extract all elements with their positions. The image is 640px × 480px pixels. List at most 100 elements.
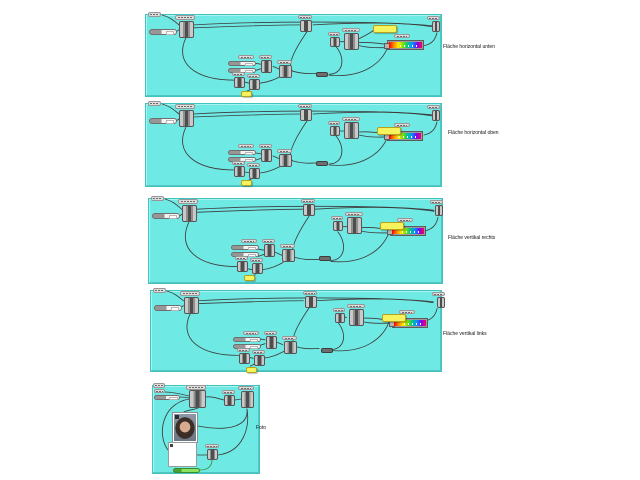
gradient-component[interactable] <box>384 131 423 141</box>
small-component[interactable] <box>261 60 272 73</box>
small-component[interactable] <box>234 77 245 88</box>
panel-yellow[interactable] <box>380 222 404 230</box>
mini-panel-yellow[interactable] <box>241 180 252 186</box>
remap-component[interactable] <box>349 309 364 326</box>
small-component[interactable] <box>333 221 343 231</box>
group-note-tag[interactable] <box>153 383 165 388</box>
group-flaeche-horizontal-unten[interactable] <box>145 12 442 97</box>
relay-component[interactable] <box>300 20 312 32</box>
small-component[interactable] <box>261 149 272 162</box>
gradient-component[interactable] <box>384 40 424 50</box>
caption-flaeche-horizontal-oben[interactable]: Fläche horizontal oben <box>448 130 499 136</box>
output-component[interactable] <box>241 391 254 408</box>
group-note-tag[interactable] <box>153 288 166 293</box>
dark-capsule-component[interactable] <box>316 72 328 77</box>
input-component[interactable] <box>182 205 197 222</box>
number-slider[interactable] <box>149 29 177 36</box>
caption-foto[interactable]: Foto <box>256 425 267 431</box>
group-flaeche-vertikal-links[interactable] <box>150 288 445 373</box>
dark-capsule-component[interactable] <box>321 348 333 353</box>
small-component[interactable] <box>249 168 260 179</box>
component-label-capsule <box>345 212 363 216</box>
small-component[interactable] <box>266 336 277 349</box>
component-label-capsule <box>232 161 245 165</box>
output-component[interactable] <box>432 110 440 121</box>
small-component[interactable] <box>284 341 297 354</box>
relay-component[interactable] <box>305 296 317 308</box>
component-label-capsule <box>432 292 445 296</box>
remap-component[interactable] <box>344 33 359 50</box>
small-component[interactable] <box>282 249 295 262</box>
number-slider[interactable] <box>228 61 256 67</box>
component-label-capsule <box>243 331 259 335</box>
mini-panel-yellow[interactable] <box>246 367 257 373</box>
panel-yellow[interactable] <box>377 127 401 135</box>
number-slider[interactable] <box>228 150 256 156</box>
component-label-capsule <box>252 350 265 354</box>
small-component[interactable] <box>330 126 340 136</box>
number-slider[interactable] <box>231 245 259 251</box>
gradient-component[interactable] <box>389 318 428 328</box>
group-foto[interactable] <box>152 383 260 474</box>
dark-capsule-component[interactable] <box>316 161 328 166</box>
wire-layer <box>161 391 249 471</box>
group-flaeche-horizontal-oben[interactable] <box>145 101 442 187</box>
mini-panel-yellow[interactable] <box>244 275 255 281</box>
output-component[interactable] <box>437 297 445 308</box>
remap-component[interactable] <box>344 122 359 139</box>
small-component[interactable] <box>335 313 345 323</box>
image-sampler-component[interactable] <box>189 390 206 408</box>
output-component[interactable] <box>435 205 443 216</box>
caption-flaeche-vertikal-rechts[interactable]: Fläche vertikal rechts <box>448 235 496 241</box>
dark-capsule-component[interactable] <box>319 256 331 261</box>
small-component[interactable] <box>224 395 235 406</box>
component-label-capsule <box>235 256 248 260</box>
small-component[interactable] <box>207 449 218 460</box>
number-slider[interactable] <box>152 213 180 220</box>
small-component[interactable] <box>252 263 263 274</box>
small-component[interactable] <box>237 261 248 272</box>
component-label-capsule <box>277 149 292 153</box>
number-slider[interactable] <box>154 395 180 401</box>
group-note-tag[interactable] <box>151 196 164 201</box>
small-component[interactable] <box>279 65 292 78</box>
green-number-slider[interactable] <box>173 468 200 473</box>
group-flaeche-vertikal-rechts[interactable] <box>148 196 443 284</box>
number-slider[interactable] <box>149 118 177 125</box>
component-label-capsule <box>328 121 340 125</box>
photo-thumbnail[interactable] <box>172 412 198 443</box>
group-note-tag[interactable] <box>148 101 161 106</box>
small-component[interactable] <box>249 79 260 90</box>
panel-yellow[interactable] <box>382 314 406 322</box>
gradient-rainbow-fill <box>389 133 421 139</box>
component-label-capsule <box>175 104 195 109</box>
small-component[interactable] <box>239 353 250 364</box>
input-component[interactable] <box>179 110 194 127</box>
component-label-capsule <box>250 258 263 262</box>
remap-component[interactable] <box>347 217 362 234</box>
component-label-capsule <box>259 144 272 148</box>
gradient-rainbow-fill <box>392 228 424 234</box>
number-slider[interactable] <box>154 305 182 312</box>
small-component[interactable] <box>330 37 340 47</box>
small-component[interactable] <box>234 166 245 177</box>
caption-flaeche-vertikal-links[interactable]: Fläche vertikal links <box>443 331 487 337</box>
component-label-capsule <box>186 385 206 390</box>
small-component[interactable] <box>264 244 275 257</box>
number-slider[interactable] <box>233 337 261 343</box>
panel-yellow[interactable] <box>373 25 397 33</box>
input-component[interactable] <box>179 21 194 38</box>
group-note-tag[interactable] <box>148 12 161 17</box>
relay-component[interactable] <box>303 204 315 216</box>
relay-component[interactable] <box>300 109 312 121</box>
input-component[interactable] <box>184 297 199 314</box>
empty-picture-frame[interactable] <box>168 442 197 467</box>
component-label-capsule <box>331 216 343 220</box>
caption-flaeche-horizontal-unten[interactable]: Fläche horizontal unten <box>443 44 495 50</box>
small-component[interactable] <box>279 154 292 167</box>
small-component[interactable] <box>254 355 265 366</box>
mini-panel-yellow[interactable] <box>241 91 252 97</box>
output-component[interactable] <box>432 21 440 32</box>
component-label-capsule <box>175 15 195 20</box>
